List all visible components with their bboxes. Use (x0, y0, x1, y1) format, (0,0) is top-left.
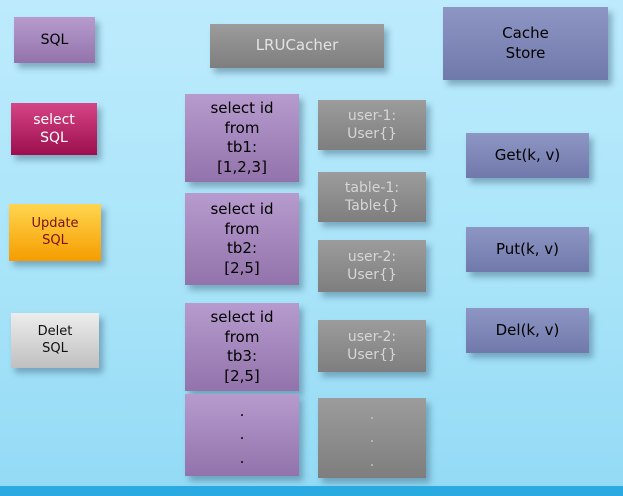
query-box-tb1: select id from tb1: [1,2,3] (185, 94, 299, 182)
cache-entry-user-2a: user-2: User{} (318, 240, 426, 292)
footer-accent-bar (0, 486, 623, 496)
cache-ellipsis-box: . . . (318, 398, 426, 478)
put-op-box: Put(k, v) (466, 227, 589, 272)
sql-box: SQL (14, 17, 95, 63)
lru-cacher-box: LRUCacher (210, 24, 384, 68)
cache-entry-user-2b: user-2: User{} (318, 320, 426, 372)
del-op-box: Del(k, v) (466, 308, 589, 353)
query-box-tb3: select id from tb3: [2,5] (185, 303, 299, 391)
get-op-box: Get(k, v) (466, 133, 589, 178)
query-box-tb2: select id from tb2: [2,5] (185, 193, 299, 285)
delete-sql-box: Delet SQL (11, 313, 99, 368)
query-ellipsis-box: . . . (185, 394, 299, 476)
select-sql-box: select SQL (11, 103, 97, 155)
cache-store-box: Cache Store (443, 7, 608, 80)
update-sql-box: Update SQL (9, 204, 101, 261)
cache-entry-table-1: table-1: Table{} (318, 172, 426, 222)
cache-entry-user-1: user-1: User{} (318, 100, 426, 150)
